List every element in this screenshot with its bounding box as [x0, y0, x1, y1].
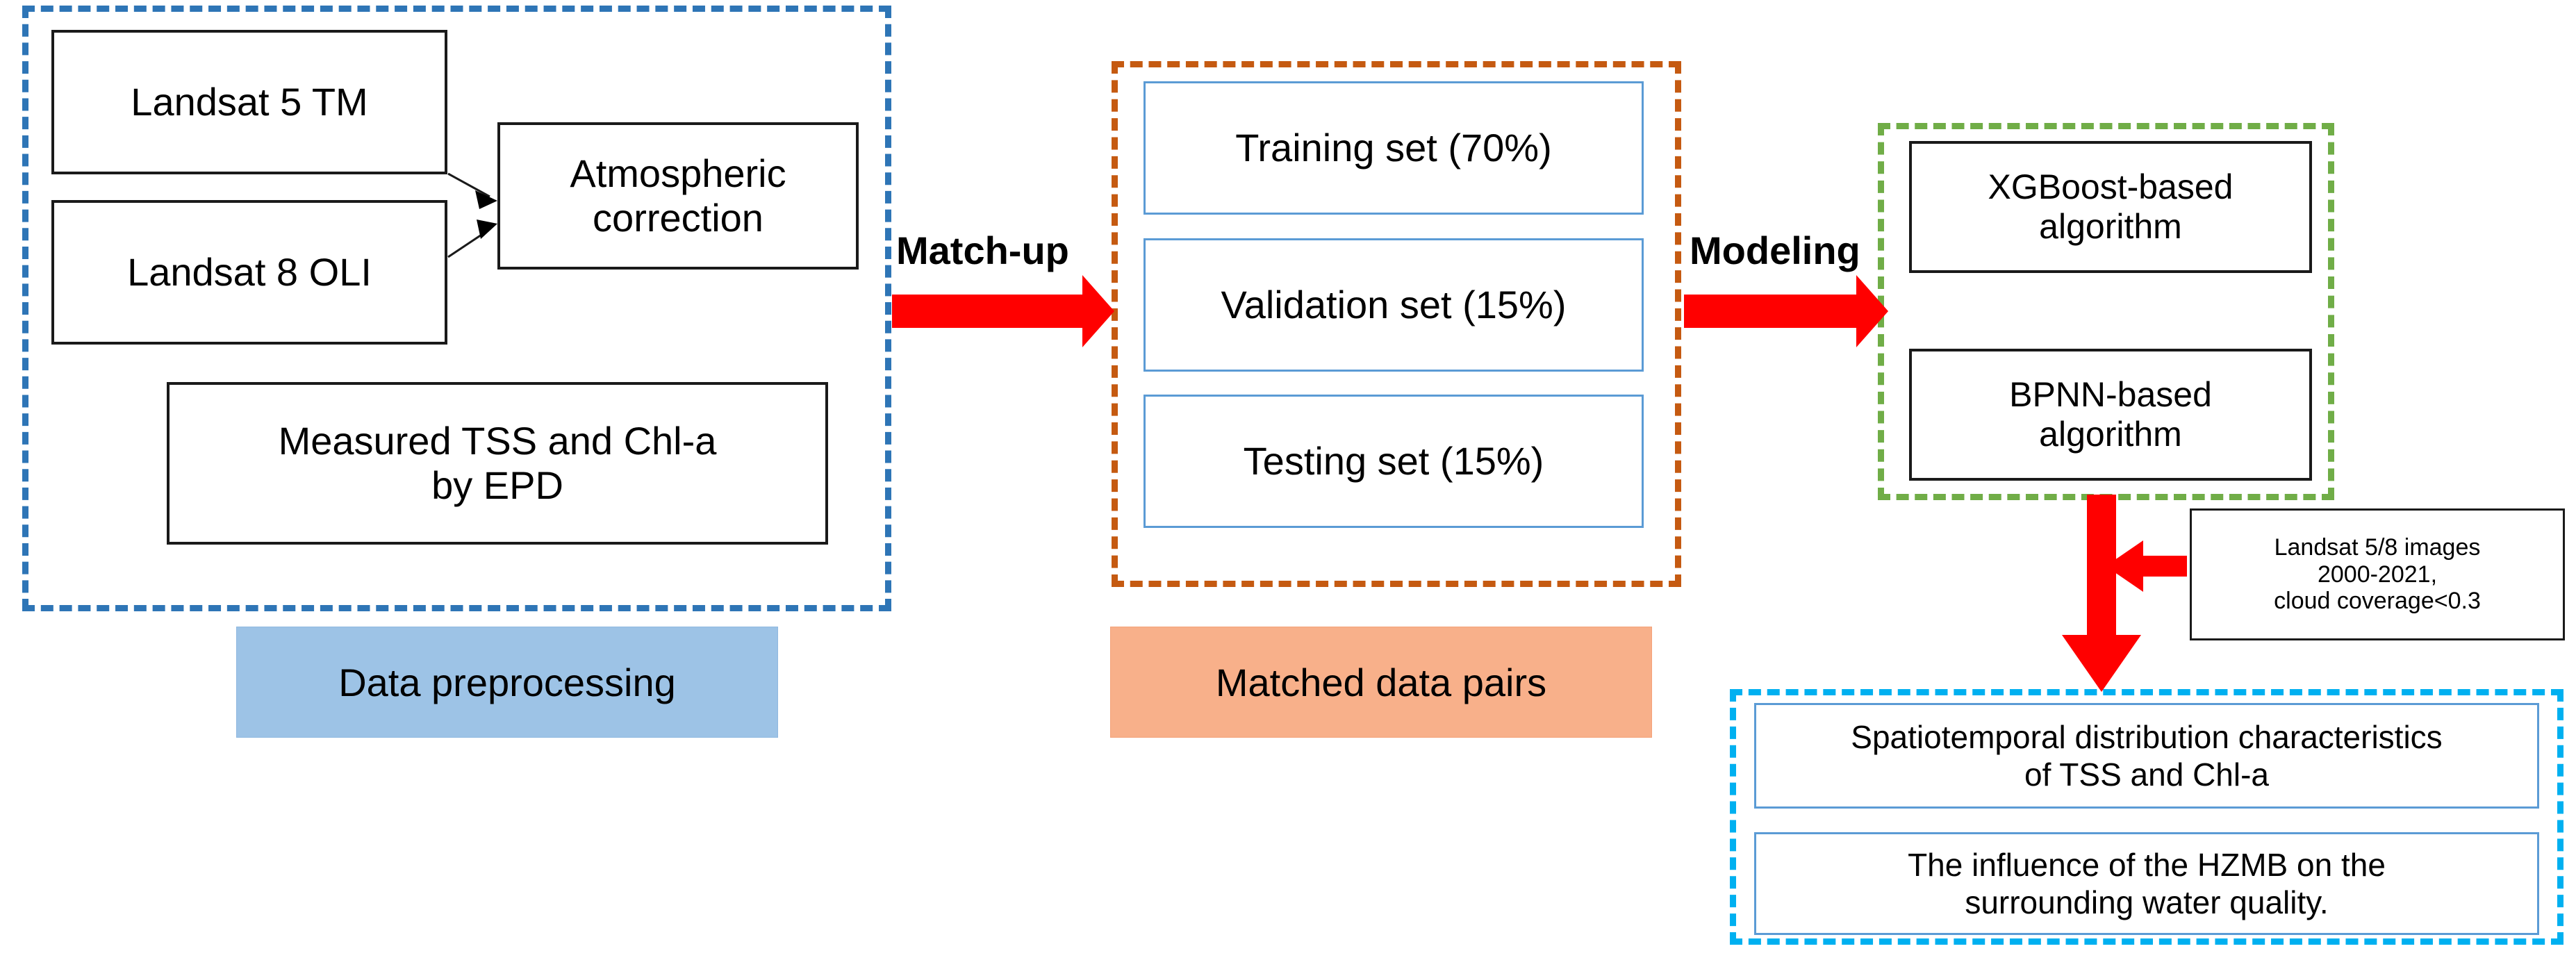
node-bpnn-algorithm: BPNN-based algorithm	[1909, 349, 2312, 481]
legend-bar-matched-data-pairs: Matched data pairs	[1110, 627, 1652, 738]
legend-bar-data-preprocessing: Data preprocessing	[236, 627, 778, 738]
step-label-modeling: Modeling	[1690, 228, 1860, 273]
node-hzmb-influence-label: The influence of the HZMB on the surroun…	[1908, 846, 2386, 920]
arrow-modeling	[1684, 275, 1888, 347]
node-landsat-image-note-line-3: cloud coverage<0.3	[2274, 588, 2481, 615]
node-landsat-8-oli-label: Landsat 8 OLI	[127, 250, 372, 295]
node-validation-set-label: Validation set (15%)	[1221, 282, 1567, 326]
group-data-preprocessing	[22, 6, 891, 611]
group-matched-data-pairs	[1112, 61, 1681, 587]
node-atmospheric-correction: Atmospheric correction	[497, 122, 859, 270]
arrow-note-to-pipeline	[2106, 540, 2187, 592]
node-landsat-5-tm: Landsat 5 TM	[51, 30, 447, 174]
node-atmospheric-correction-label: Atmospheric correction	[570, 151, 786, 240]
arrow-modeling-to-results	[2062, 495, 2141, 692]
node-measured-tss-chla: Measured TSS and Chl-a by EPD	[167, 382, 828, 545]
node-measured-tss-chla-label: Measured TSS and Chl-a by EPD	[278, 419, 717, 507]
node-spatiotemporal-distribution: Spatiotemporal distribution characterist…	[1754, 703, 2539, 809]
node-training-set: Training set (70%)	[1143, 81, 1644, 215]
legend-bar-data-preprocessing-label: Data preprocessing	[338, 660, 676, 704]
node-training-set-label: Training set (70%)	[1235, 125, 1552, 169]
node-spatiotemporal-distribution-label: Spatiotemporal distribution characterist…	[1851, 718, 2443, 793]
node-landsat-image-note-line-2: 2000-2021,	[2317, 561, 2438, 588]
node-landsat-5-tm-label: Landsat 5 TM	[131, 80, 368, 124]
node-landsat-8-oli: Landsat 8 OLI	[51, 200, 447, 345]
arrow-match-up	[892, 275, 1114, 347]
node-bpnn-algorithm-label: BPNN-based algorithm	[2009, 375, 2212, 454]
step-label-match-up-text: Match-up	[896, 229, 1069, 272]
legend-bar-matched-data-pairs-label: Matched data pairs	[1215, 660, 1547, 704]
node-testing-set: Testing set (15%)	[1143, 395, 1644, 528]
node-testing-set-label: Testing set (15%)	[1243, 438, 1544, 483]
node-validation-set: Validation set (15%)	[1143, 238, 1644, 372]
node-xgboost-algorithm: XGBoost-based algorithm	[1909, 141, 2312, 273]
group-results	[1730, 689, 2563, 945]
node-landsat-image-note-line-1: Landsat 5/8 images	[2274, 533, 2481, 561]
node-hzmb-influence: The influence of the HZMB on the surroun…	[1754, 832, 2539, 935]
step-label-modeling-text: Modeling	[1690, 229, 1860, 272]
step-label-match-up: Match-up	[896, 228, 1069, 273]
node-landsat-image-note: Landsat 5/8 images 2000-2021, cloud cove…	[2190, 508, 2565, 640]
node-xgboost-algorithm-label: XGBoost-based algorithm	[1988, 167, 2234, 246]
